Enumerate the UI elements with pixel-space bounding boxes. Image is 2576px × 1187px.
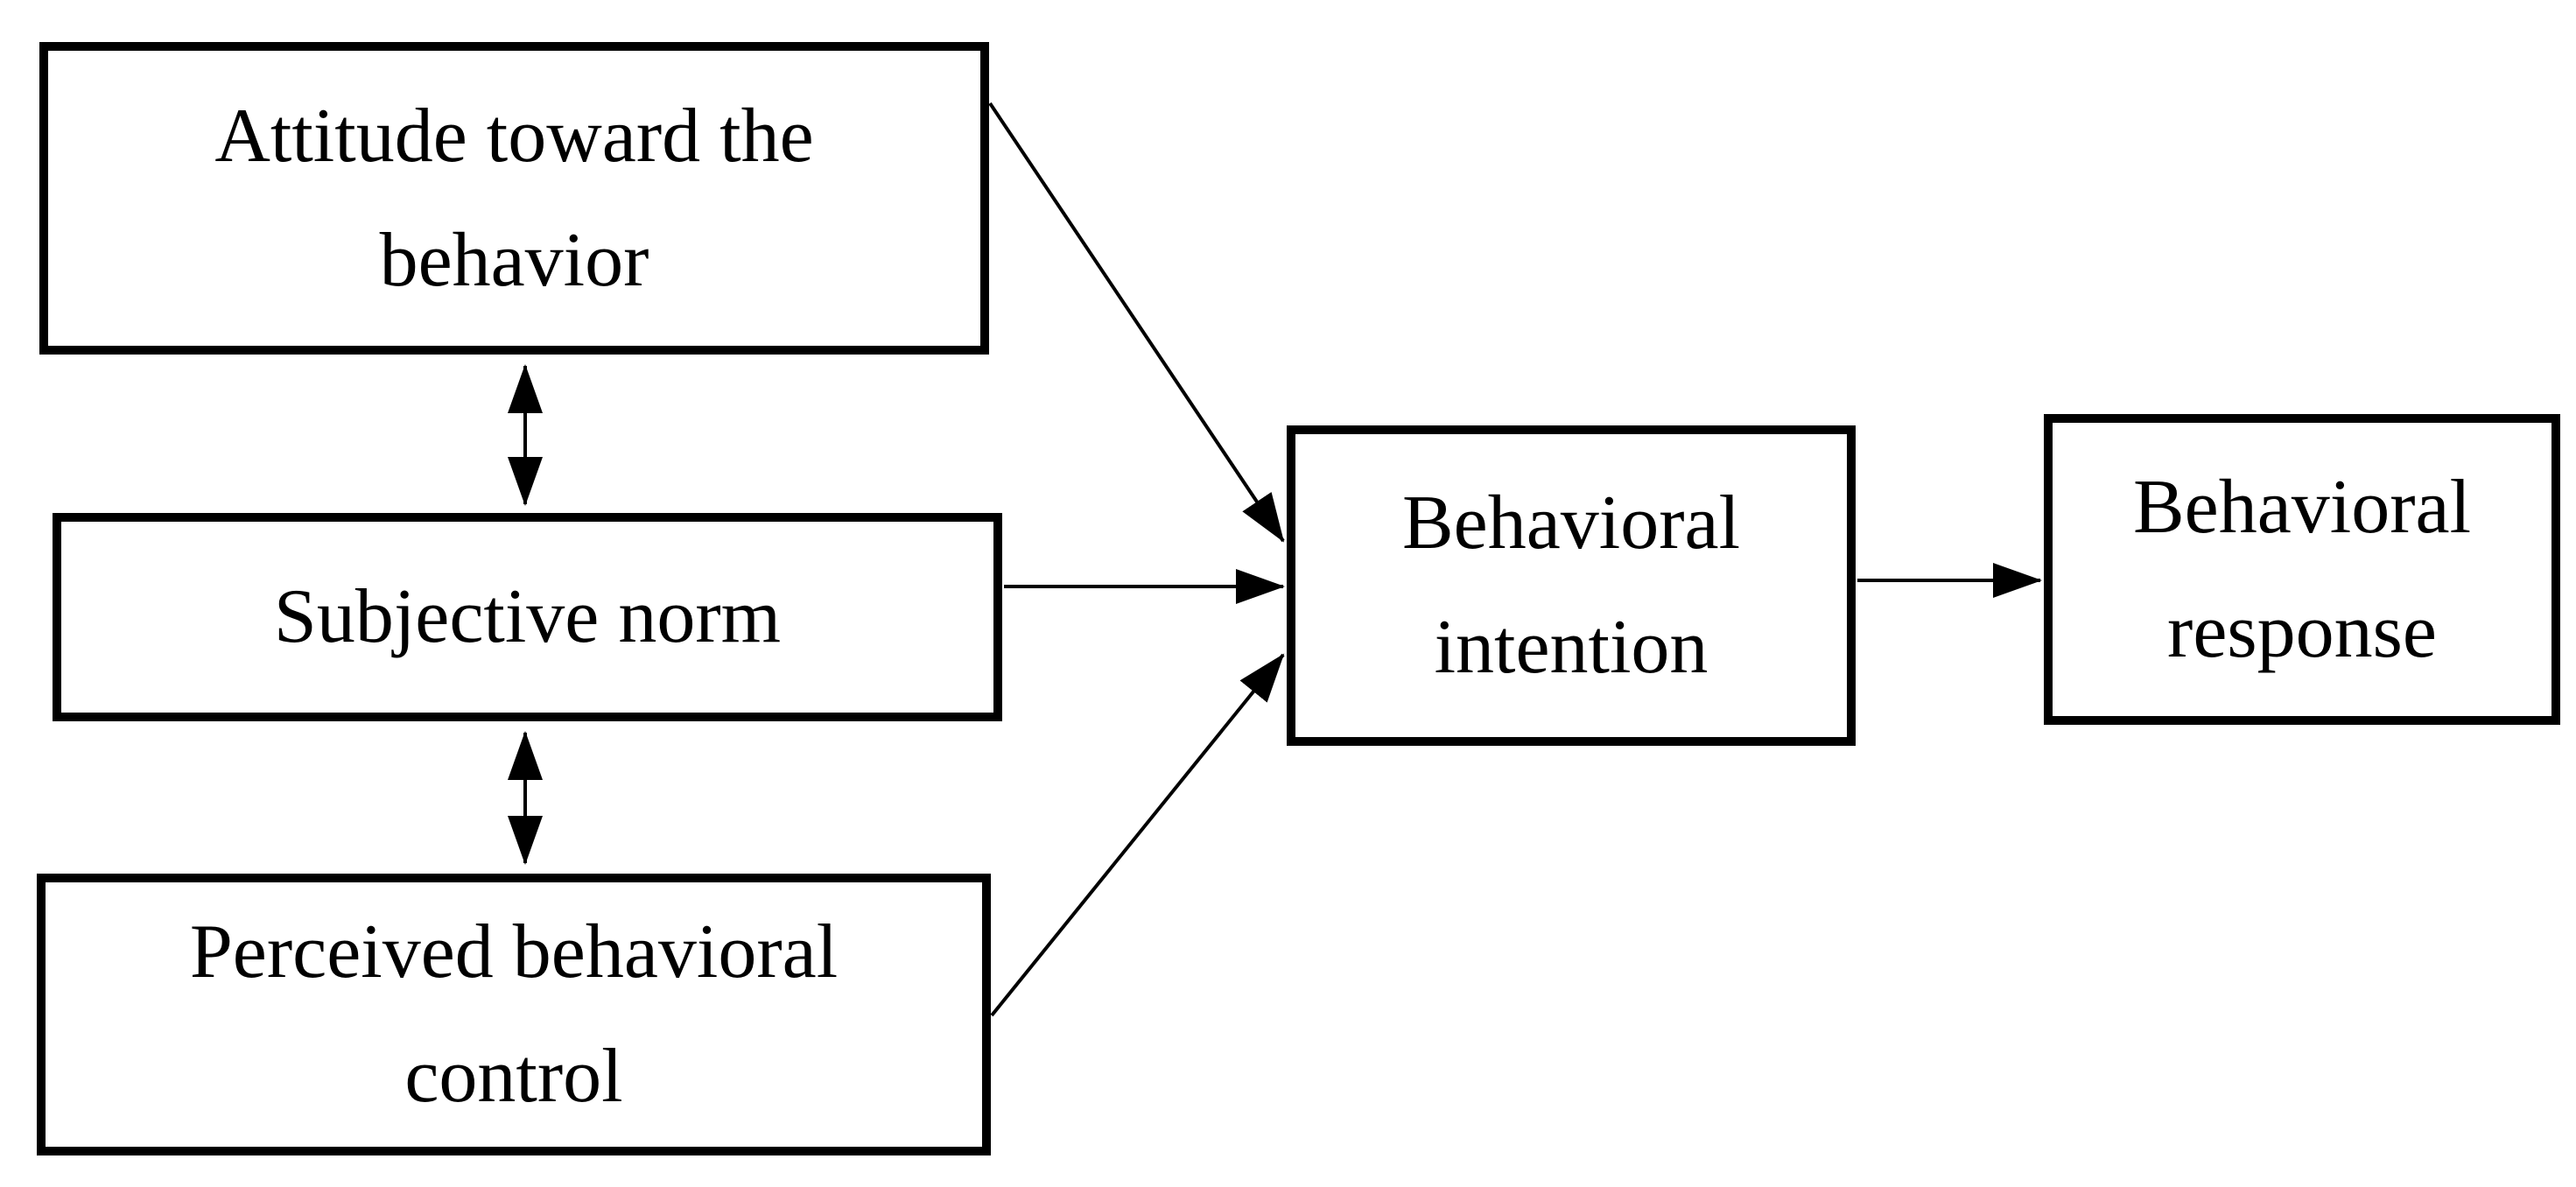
node-subjective-norm-label: Subjective norm — [273, 574, 782, 659]
node-behavioral-intention: Behavioral intention — [1287, 425, 1856, 746]
arrow-attitude-to-intention — [988, 102, 1285, 543]
node-intention-label-line2: intention — [1434, 605, 1709, 690]
node-subjective-norm: Subjective norm — [53, 513, 1002, 721]
arrow-pbc-to-intention — [990, 653, 1285, 1017]
node-attitude-toward-the-behavior: Attitude toward the behavior — [39, 42, 989, 355]
node-response-label-line2: response — [2167, 588, 2437, 674]
node-response-label-line1: Behavioral — [2132, 464, 2472, 550]
node-attitude-label-line2: behavior — [379, 217, 649, 303]
node-perceived-behavioral-control: Perceived behavioral control — [37, 874, 991, 1155]
node-behavioral-response: Behavioral response — [2044, 414, 2560, 725]
node-attitude-label-line1: Attitude toward the — [214, 93, 814, 179]
node-pbc-label-line1: Perceived behavioral — [189, 910, 839, 994]
node-intention-label-line1: Behavioral — [1401, 481, 1741, 565]
node-pbc-label-line2: control — [404, 1034, 623, 1119]
